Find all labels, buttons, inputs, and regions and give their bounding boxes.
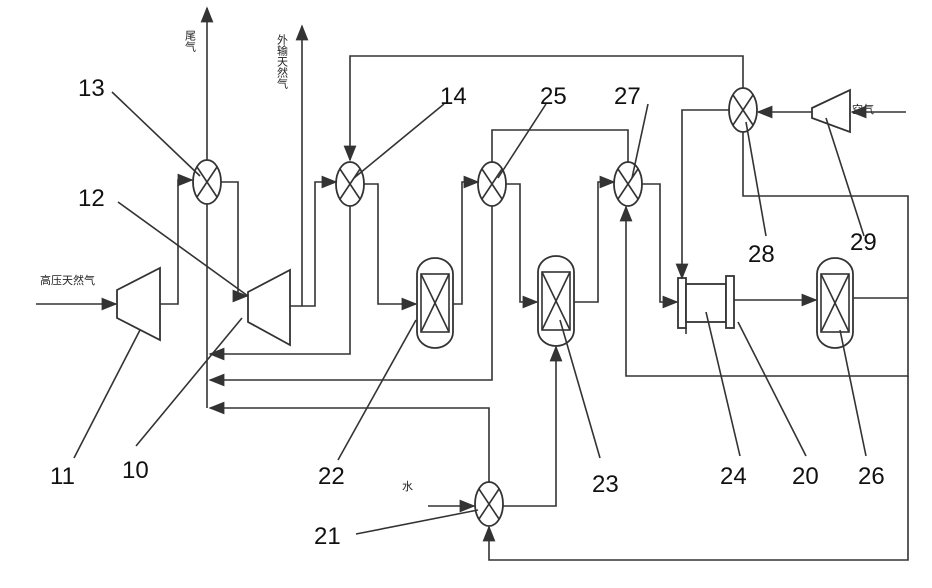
ref-14: 14 — [440, 83, 467, 110]
ref-13: 13 — [78, 75, 105, 102]
ref-20: 20 — [792, 463, 819, 490]
heat-exchanger-14 — [336, 162, 364, 206]
expander-12 — [248, 270, 290, 345]
fuel-cell-24 — [678, 276, 734, 328]
export-gas-label: 外输天然气 — [276, 34, 289, 89]
compressor-29 — [812, 90, 850, 132]
heat-exchanger-28 — [729, 88, 757, 132]
leader-lines — [74, 92, 866, 534]
ref-23: 23 — [592, 471, 619, 498]
ref-27: 27 — [614, 83, 641, 110]
water-label: 水 — [402, 480, 413, 493]
reactor-23 — [538, 256, 574, 346]
ref-11: 11 — [50, 463, 75, 490]
heat-exchanger-25 — [478, 162, 506, 206]
air-label: 空气 — [852, 102, 874, 116]
exhaust-label: 尾气 — [184, 30, 197, 52]
ref-26: 26 — [858, 463, 885, 490]
ref-25: 25 — [540, 83, 567, 110]
heat-exchanger-21 — [475, 482, 503, 526]
ref-12: 12 — [78, 185, 105, 212]
reactor-22 — [417, 258, 453, 348]
ref-22: 22 — [318, 463, 345, 490]
heat-exchanger-27 — [614, 162, 642, 206]
ref-28: 28 — [748, 241, 775, 268]
ref-21: 21 — [314, 523, 341, 550]
hp-gas-label: 高压天然气 — [40, 273, 95, 287]
ref-10: 10 — [122, 457, 149, 484]
ref-29: 29 — [850, 229, 877, 256]
compressor-11 — [117, 268, 160, 340]
piping — [36, 8, 908, 560]
heat-exchanger-13 — [193, 160, 221, 204]
reactor-26 — [817, 258, 853, 348]
ref-24: 24 — [720, 463, 747, 490]
